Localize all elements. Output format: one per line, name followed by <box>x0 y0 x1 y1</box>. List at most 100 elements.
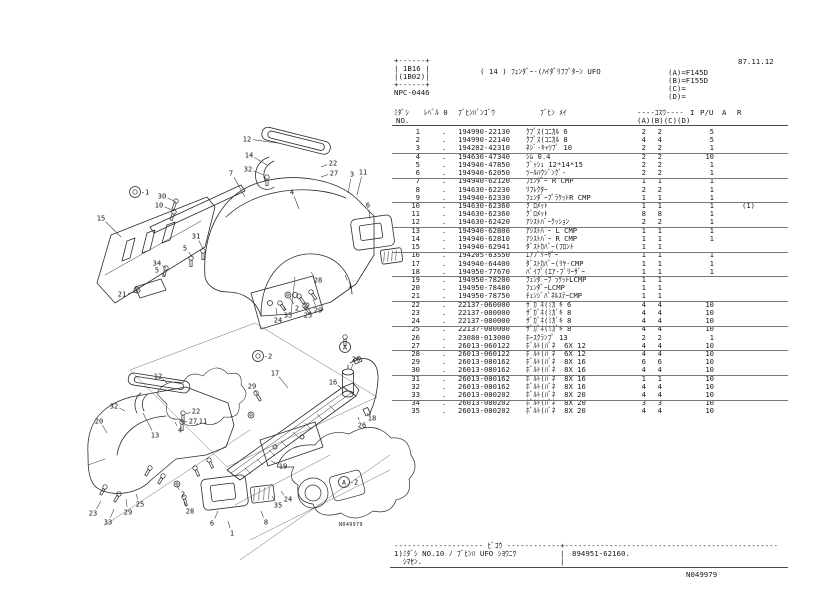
cell-pu: 10 <box>705 307 714 317</box>
bolt-glyph <box>264 174 270 187</box>
callout-leader-line <box>127 291 138 294</box>
cell-qty-a: 8 <box>641 209 646 219</box>
cell-part-number: 194940-62050 <box>458 168 510 178</box>
cell-qty-a: 1 <box>641 283 646 293</box>
cell-qty-a: 1 <box>641 233 646 243</box>
cell-part-name: ｻﾞｶﾞﾈ(ﾐｶﾞｷ 8 <box>526 307 572 317</box>
group-separator-line <box>392 153 788 155</box>
callout-leader-line <box>344 274 348 281</box>
bolt-glyph <box>342 334 348 347</box>
cell-pu: 1 <box>709 143 714 153</box>
bolt-glyph <box>157 473 166 485</box>
bolt-glyph <box>200 248 206 261</box>
cell-part-name: ﾎﾞﾙﾄ(ﾊﾞﾈ 8X 16 <box>526 381 586 391</box>
cell-level: . <box>442 283 447 293</box>
cell-qty-a: 3 <box>641 398 646 408</box>
washer-glyph-inner <box>175 482 179 486</box>
cell-qty-b: 1 <box>657 274 662 284</box>
page-signature: N049979 <box>686 570 718 579</box>
group-separator-line <box>392 177 788 179</box>
cell-qty-b: 4 <box>657 307 662 317</box>
callout-number: 10 <box>155 201 163 209</box>
cell-pu: 10 <box>705 365 714 375</box>
callout-number: 6 <box>366 201 370 209</box>
cell-part-name: ﾌｪﾝﾀﾞｰ R CMP <box>526 176 574 186</box>
callout-number: 8 <box>264 518 268 526</box>
callout-number: 14 <box>245 151 253 159</box>
callout-number: 2 <box>295 304 299 312</box>
cell-pu: 10 <box>705 398 714 408</box>
hose-clamp-26a <box>353 356 363 365</box>
cell-level: . <box>442 348 447 358</box>
cell-pu: 5 <box>709 127 714 136</box>
group-separator-line <box>392 251 788 253</box>
remarks-divider-bar1: | <box>560 549 565 558</box>
group-separator-line <box>392 375 788 377</box>
cell-qty-b: 4 <box>657 390 662 400</box>
callout-leader-line <box>275 307 278 316</box>
cell-item-no: 3 <box>415 143 420 153</box>
cell-part-number: 26013-080202 <box>458 390 510 400</box>
cell-qty-a: 2 <box>641 127 646 136</box>
callout-number: 34 <box>153 259 161 267</box>
reflector-upper <box>379 247 404 265</box>
cell-qty-a: 1 <box>641 225 646 235</box>
group-separator-line <box>392 227 788 229</box>
cell-part-number: 26013-060122 <box>458 348 510 358</box>
cell-part-name: ﾎﾞﾙﾄ(ﾊﾞﾈ 8X 16 <box>526 357 586 367</box>
cell-qty-b: 2 <box>657 184 662 194</box>
cell-part-name: ﾀﾞｽﾄｶﾊﾞｰ(ﾌﾛﾝﾄ <box>526 242 574 252</box>
cell-item-no: 4 <box>415 151 420 161</box>
remarks-note-line2: ｼﾏｾﾝ. <box>394 557 423 566</box>
cell-qty-b: 1 <box>657 373 662 383</box>
view-marker-letter: A <box>343 343 347 351</box>
cell-level: . <box>442 135 447 145</box>
cell-part-name: ｴｱﾌﾞﾘｰｻﾞｰ <box>526 250 559 260</box>
cell-level: . <box>442 192 447 202</box>
cell-part-name: ｱｼｽﾄﾊﾞｰｸｯｼｮﾝ <box>526 217 570 227</box>
cell-qty-a: 1 <box>641 176 646 186</box>
group-separator-line <box>392 301 788 303</box>
callout-number: 18 <box>368 414 376 422</box>
callout-number: 26 <box>358 421 366 429</box>
cell-item-no: 24 <box>411 316 420 326</box>
cell-part-number: 194205-63550 <box>458 250 510 260</box>
parts-exploded-diagram: 1214322227311743010156315345212812352425… <box>87 126 416 561</box>
callout-number: 17 <box>271 369 279 377</box>
callout-number: 31 <box>192 232 200 240</box>
col-header-abcd: (A)(B)(C)(D) <box>637 116 691 125</box>
callout-leader-line <box>356 176 362 196</box>
cell-qty-b: 3 <box>657 398 662 408</box>
callout-number: 21 <box>118 290 126 298</box>
callout-number: 5 <box>155 266 159 274</box>
cell-item-no: 33 <box>411 390 420 400</box>
cell-pu: 1 <box>709 233 714 243</box>
cell-pu: 1 <box>709 250 714 260</box>
cell-qty-b: 4 <box>657 324 662 334</box>
callout-leader-line <box>253 170 265 176</box>
cell-level: . <box>442 168 447 178</box>
callout-leader-line <box>289 297 294 305</box>
cell-item-no: 12 <box>411 217 420 227</box>
cell-qty-b: 1 <box>657 266 662 276</box>
handle-12-upper <box>261 126 331 155</box>
callout-leader-line <box>294 196 300 210</box>
cell-qty-a: 4 <box>641 381 646 391</box>
cell-qty-a: 1 <box>641 274 646 284</box>
section-box-top: +------+ <box>394 56 430 65</box>
air-breather-16 <box>342 364 354 398</box>
cell-qty-b: 2 <box>657 168 662 178</box>
cell-pu: 1 <box>709 209 714 219</box>
cell-item-no: 19 <box>411 274 420 284</box>
cell-part-number: 194630-62360 <box>458 200 510 210</box>
bolt-glyph <box>179 419 185 432</box>
